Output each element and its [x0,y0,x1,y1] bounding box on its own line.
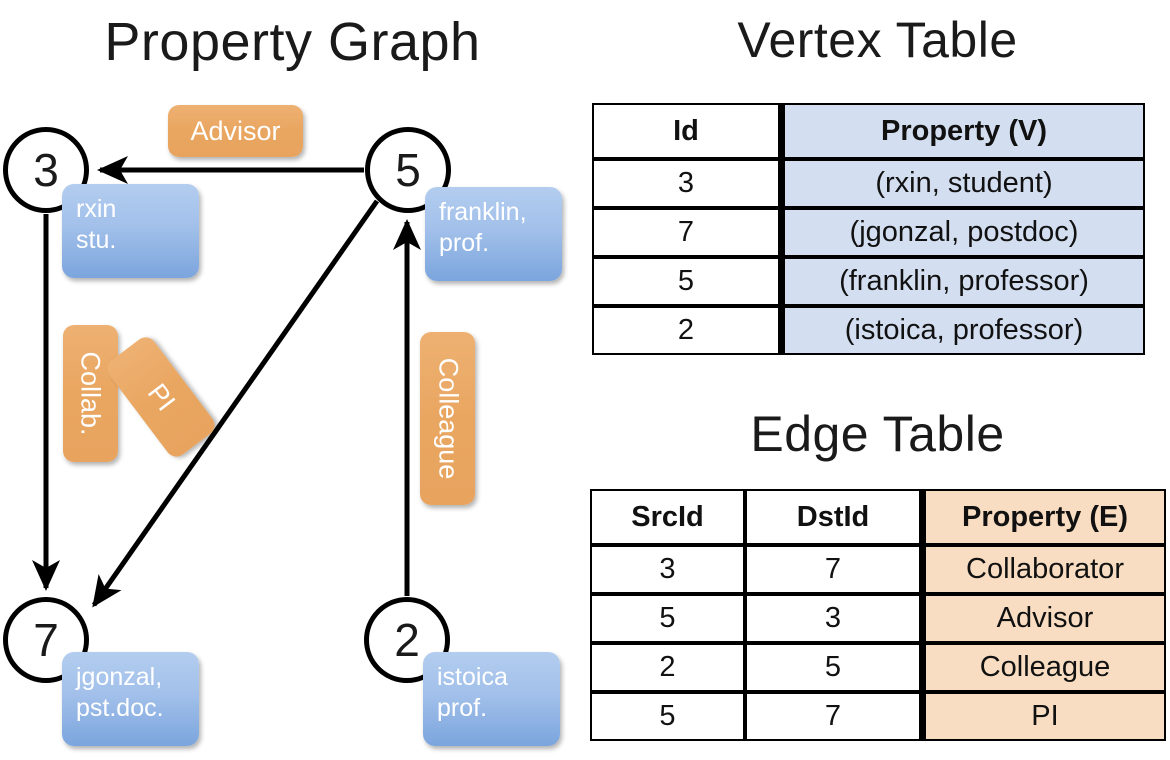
node-5-property-line2: prof. [439,229,490,257]
node-2-property-line2: prof. [437,694,488,722]
edge-cell-srcid: 3 [590,545,745,594]
edge-table: SrcId DstId Property (E) 3 7 Collaborato… [590,489,1166,741]
vertex-header-property: Property (V) [780,103,1145,159]
edge-cell-dstid: 7 [745,545,921,594]
edge-cell-dstid: 5 [745,643,921,692]
table-row[interactable]: 2 (istoica, professor) [592,306,1145,355]
edge-label-colleague-text: Colleague [433,357,463,480]
vertex-cell-id: 3 [592,159,780,208]
node-5-property-line1: franklin, [439,198,527,226]
vertex-cell-property: (istoica, professor) [780,306,1145,355]
edge-cell-srcid: 5 [590,594,745,643]
vertex-cell-id: 5 [592,257,780,306]
vertex-table: Id Property (V) 3 (rxin, student) 7 (jgo… [592,103,1145,355]
node-7-property-box[interactable]: jgonzal, pst.doc. [62,652,199,746]
edge-table-header-row: SrcId DstId Property (E) [590,489,1166,545]
node-2-label: 2 [394,614,420,666]
node-5-label: 5 [395,144,421,196]
node-2-property-line1: istoica [437,663,508,691]
edge-header-property: Property (E) [921,489,1166,545]
edge-label-collab-text: Collab. [76,351,107,436]
table-row[interactable]: 2 5 Colleague [590,643,1166,692]
node-2[interactable]: 2 [364,597,450,683]
node-3-property-box[interactable]: rxin stu. [62,184,199,278]
node-5[interactable]: 5 [365,127,451,213]
edge-header-srcid: SrcId [590,489,745,545]
edge-label-collab[interactable]: Collab. [63,325,118,462]
node-3-property-line2: stu. [76,226,117,254]
edge-cell-property: Collaborator [921,545,1166,594]
edge-label-advisor-text: Advisor [190,115,281,146]
page-title-edge-table: Edge Table [750,406,1005,462]
edge-header-dstid: DstId [745,489,921,545]
vertex-cell-property: (jgonzal, postdoc) [780,208,1145,257]
edge-cell-dstid: 7 [745,692,921,741]
edge-cell-property: PI [921,692,1166,741]
node-3-label: 3 [33,144,59,196]
graph-edge-lines [32,156,421,608]
page-title-property-graph: Property Graph [104,12,481,72]
node-7-label: 7 [33,614,59,666]
edge-cell-dstid: 3 [745,594,921,643]
node-5-property-box[interactable]: franklin, prof. [425,187,562,281]
edge-cell-srcid: 5 [590,692,745,741]
table-row[interactable]: 5 7 PI [590,692,1166,741]
vertex-cell-id: 2 [592,306,780,355]
node-7-property-line1: jgonzal, [76,663,163,691]
vertex-cell-id: 7 [592,208,780,257]
edge-line-5-to-7 [91,199,380,608]
edge-label-colleague[interactable]: Colleague [420,332,475,505]
edge-cell-property: Advisor [921,594,1166,643]
vertex-cell-property: (franklin, professor) [780,257,1145,306]
table-row[interactable]: 5 (franklin, professor) [592,257,1145,306]
vertex-header-id: Id [592,103,780,159]
table-row[interactable]: 3 (rxin, student) [592,159,1145,208]
edge-label-advisor[interactable]: Advisor [168,105,303,157]
table-row[interactable]: 7 (jgonzal, postdoc) [592,208,1145,257]
table-row[interactable]: 5 3 Advisor [590,594,1166,643]
edge-label-pi-text: PI [141,377,182,416]
vertex-table-header-row: Id Property (V) [592,103,1145,159]
edge-cell-property: Colleague [921,643,1166,692]
node-7-property-line2: pst.doc. [76,694,164,722]
page-title-vertex-table: Vertex Table [737,12,1018,68]
vertex-cell-property: (rxin, student) [780,159,1145,208]
node-2-property-box[interactable]: istoica prof. [423,652,560,746]
property-graph-diagram: 3 5 7 2 rxin stu. franklin, prof. jgonza… [3,105,562,746]
node-3-property-line1: rxin [76,195,117,223]
edge-cell-srcid: 2 [590,643,745,692]
table-row[interactable]: 3 7 Collaborator [590,545,1166,594]
